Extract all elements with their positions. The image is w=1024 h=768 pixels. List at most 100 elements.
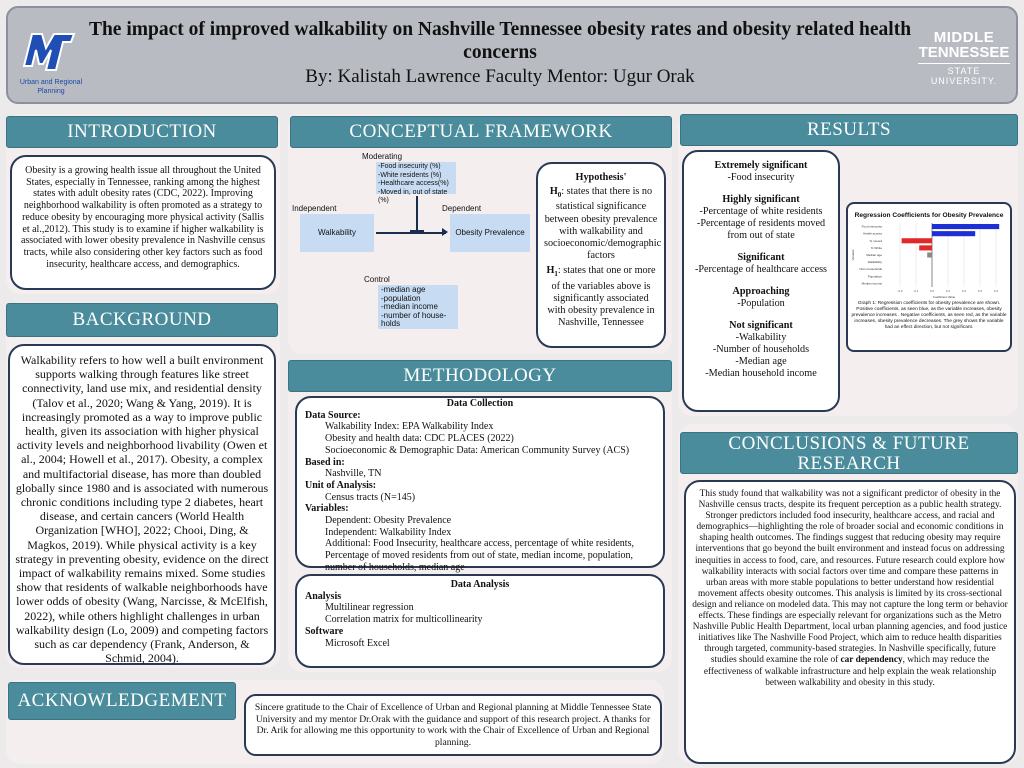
result-group-title: Extremely significant [714,160,808,171]
unit-value: Census tracts (N=145) [325,491,416,503]
mtsu-logo: MIDDLE TENNESSEE STATE UNIVERSITY. [914,30,1014,86]
result-group-title: Highly significant [722,194,800,205]
result-item: -Percentage of residents moved from out … [696,218,826,241]
chart-category-label: Median age [866,253,882,257]
result-item: -Median age [735,356,787,367]
chart-y-axis-label: Variable [851,249,855,260]
chart-card: Regression Coefficients for Obesity Prev… [846,202,1012,352]
control-item: -population [381,293,421,303]
analysis-item: Multilinear regression [325,602,414,614]
moderating-item: -Moved in, out of state (%) [378,188,448,205]
independent-label: Independent [292,204,337,213]
introduction-heading: INTRODUCTION [6,116,278,148]
source-line: Obesity and health data: CDC PLACES (202… [325,433,514,445]
chart-category-label: Walkability [868,260,883,264]
h0-text: H0: states that there is no statistical … [544,186,662,262]
acknowledgement-heading: ACKNOWLEDGEMENT [8,682,236,720]
logo-caption: Urban and Regional Planning [19,79,83,95]
chart-tick-label: 0.3 [978,289,983,293]
analysis-item: Correlation matrix for multicollinearity [325,614,483,626]
chart-title: Regression Coefficients for Obesity Prev… [854,212,1004,219]
poster-header [6,6,1018,104]
moderating-arrow [416,196,418,230]
introduction-text: Obesity is a growing health issue all th… [10,155,276,290]
chart-category-label: Food insecurity [862,225,883,229]
control-box: -median age -population -median income -… [378,285,458,329]
background-text: Walkability refers to how well a built e… [8,344,276,665]
control-item: holds [381,319,401,329]
result-item: -Percentage of white residents [699,206,823,217]
results-list: Extremely significant -Food insecurity H… [682,150,840,412]
moderating-arrow-tip [410,230,424,232]
chart-category-label: % moved [869,239,882,243]
mtsu-line2: TENNESSEE [918,44,1010,61]
chart-category-label: Num households [859,267,882,271]
chart-tick-label: 0.0 [930,289,935,293]
control-item: -median income [381,302,438,312]
poster-byline: By: Kalistah Lawrence Faculty Mentor: Ug… [305,66,695,87]
chart-bar [927,252,932,258]
car-dependency-emphasis: car dependency [840,655,903,666]
result-group-title: Significant [737,252,785,263]
mt-logo-icon [22,33,76,71]
data-analysis-box: Data Analysis Analysis Multilinear regre… [295,574,665,668]
control-item: -number of house- [381,310,447,320]
moderating-item: -Food insecurity (%) [378,163,441,170]
chart-tick-label: -0.2 [897,289,903,293]
variables-label: Variables: [305,503,349,515]
result-group-title: Not significant [729,320,793,331]
chart-tick-label: 0.1 [946,289,951,293]
chart-bar [901,238,932,244]
hypothesis-title: Hypothesis' [575,172,627,183]
moderating-item: -White residents (%) [378,171,442,179]
background-heading: BACKGROUND [6,303,278,337]
mtsu-line1: MIDDLE [933,29,995,46]
chart-category-label: % White [871,246,883,250]
conclusions-heading: CONCLUSIONS & FUTURE RESEARCH [680,432,1018,474]
dependent-label: Dependent [442,204,482,213]
result-item: -Median household income [705,368,817,379]
chart-category-label: Population [868,274,883,278]
source-line: Walkability Index: EPA Walkability Index [325,421,494,433]
acknowledgement-text: Sincere gratitude to the Chair of Excell… [244,694,662,756]
variable-independent: Independent: Walkability Index [325,526,452,538]
collection-title: Data Collection [446,398,514,409]
software-value: Microsoft Excel [325,637,390,649]
dependent-box: Obesity Prevalence [450,214,530,252]
moderating-item: -Healthcare access(%) [378,180,449,187]
chart-category-label: Health access [863,232,882,236]
analysis-title: Data Analysis [450,579,510,590]
chart-bar [932,224,1000,230]
analysis-label: Analysis [305,590,342,602]
source-label: Data Source: [305,409,361,421]
conclusions-heading-line1: CONCLUSIONS & FUTURE [728,433,970,454]
result-item: -Food insecurity [727,172,795,183]
control-item: -median age [381,285,426,294]
results-heading: RESULTS [680,114,1018,146]
poster-title: The impact of improved walkability on Na… [88,19,912,63]
variable-dependent: Dependent: Obesity Prevalence [325,515,452,527]
independent-box: Walkability [300,214,374,252]
control-label: Control [364,275,390,284]
moderating-label: Moderating [362,152,403,161]
result-item: -Number of households [712,344,810,355]
chart-bar [932,231,976,237]
arrow-head-icon [442,228,448,236]
result-group-title: Approaching [732,286,790,297]
chart-category-label: Median income [862,281,883,285]
mtsu-line3: STATE UNIVERSITY. [930,66,998,86]
moderating-box: -Food insecurity (%) -White residents (%… [376,162,456,204]
chart-tick-label: 0.2 [962,289,967,293]
chart-bar [919,245,932,251]
framework-heading: CONCEPTUAL FRAMEWORK [290,116,672,148]
result-item: -Percentage of healthcare access [694,264,828,275]
framework-arrow [376,232,446,234]
software-label: Software [305,625,344,637]
based-value: Nashville, TN [325,468,382,480]
variable-additional: Additional: Food Insecurity, healthcare … [325,538,634,573]
based-label: Based in: [305,456,345,468]
methodology-heading: METHODOLOGY [288,360,672,392]
unit-label: Unit of Analysis: [305,479,377,491]
hypothesis-box: Hypothesis' H0: states that there is no … [536,162,666,348]
